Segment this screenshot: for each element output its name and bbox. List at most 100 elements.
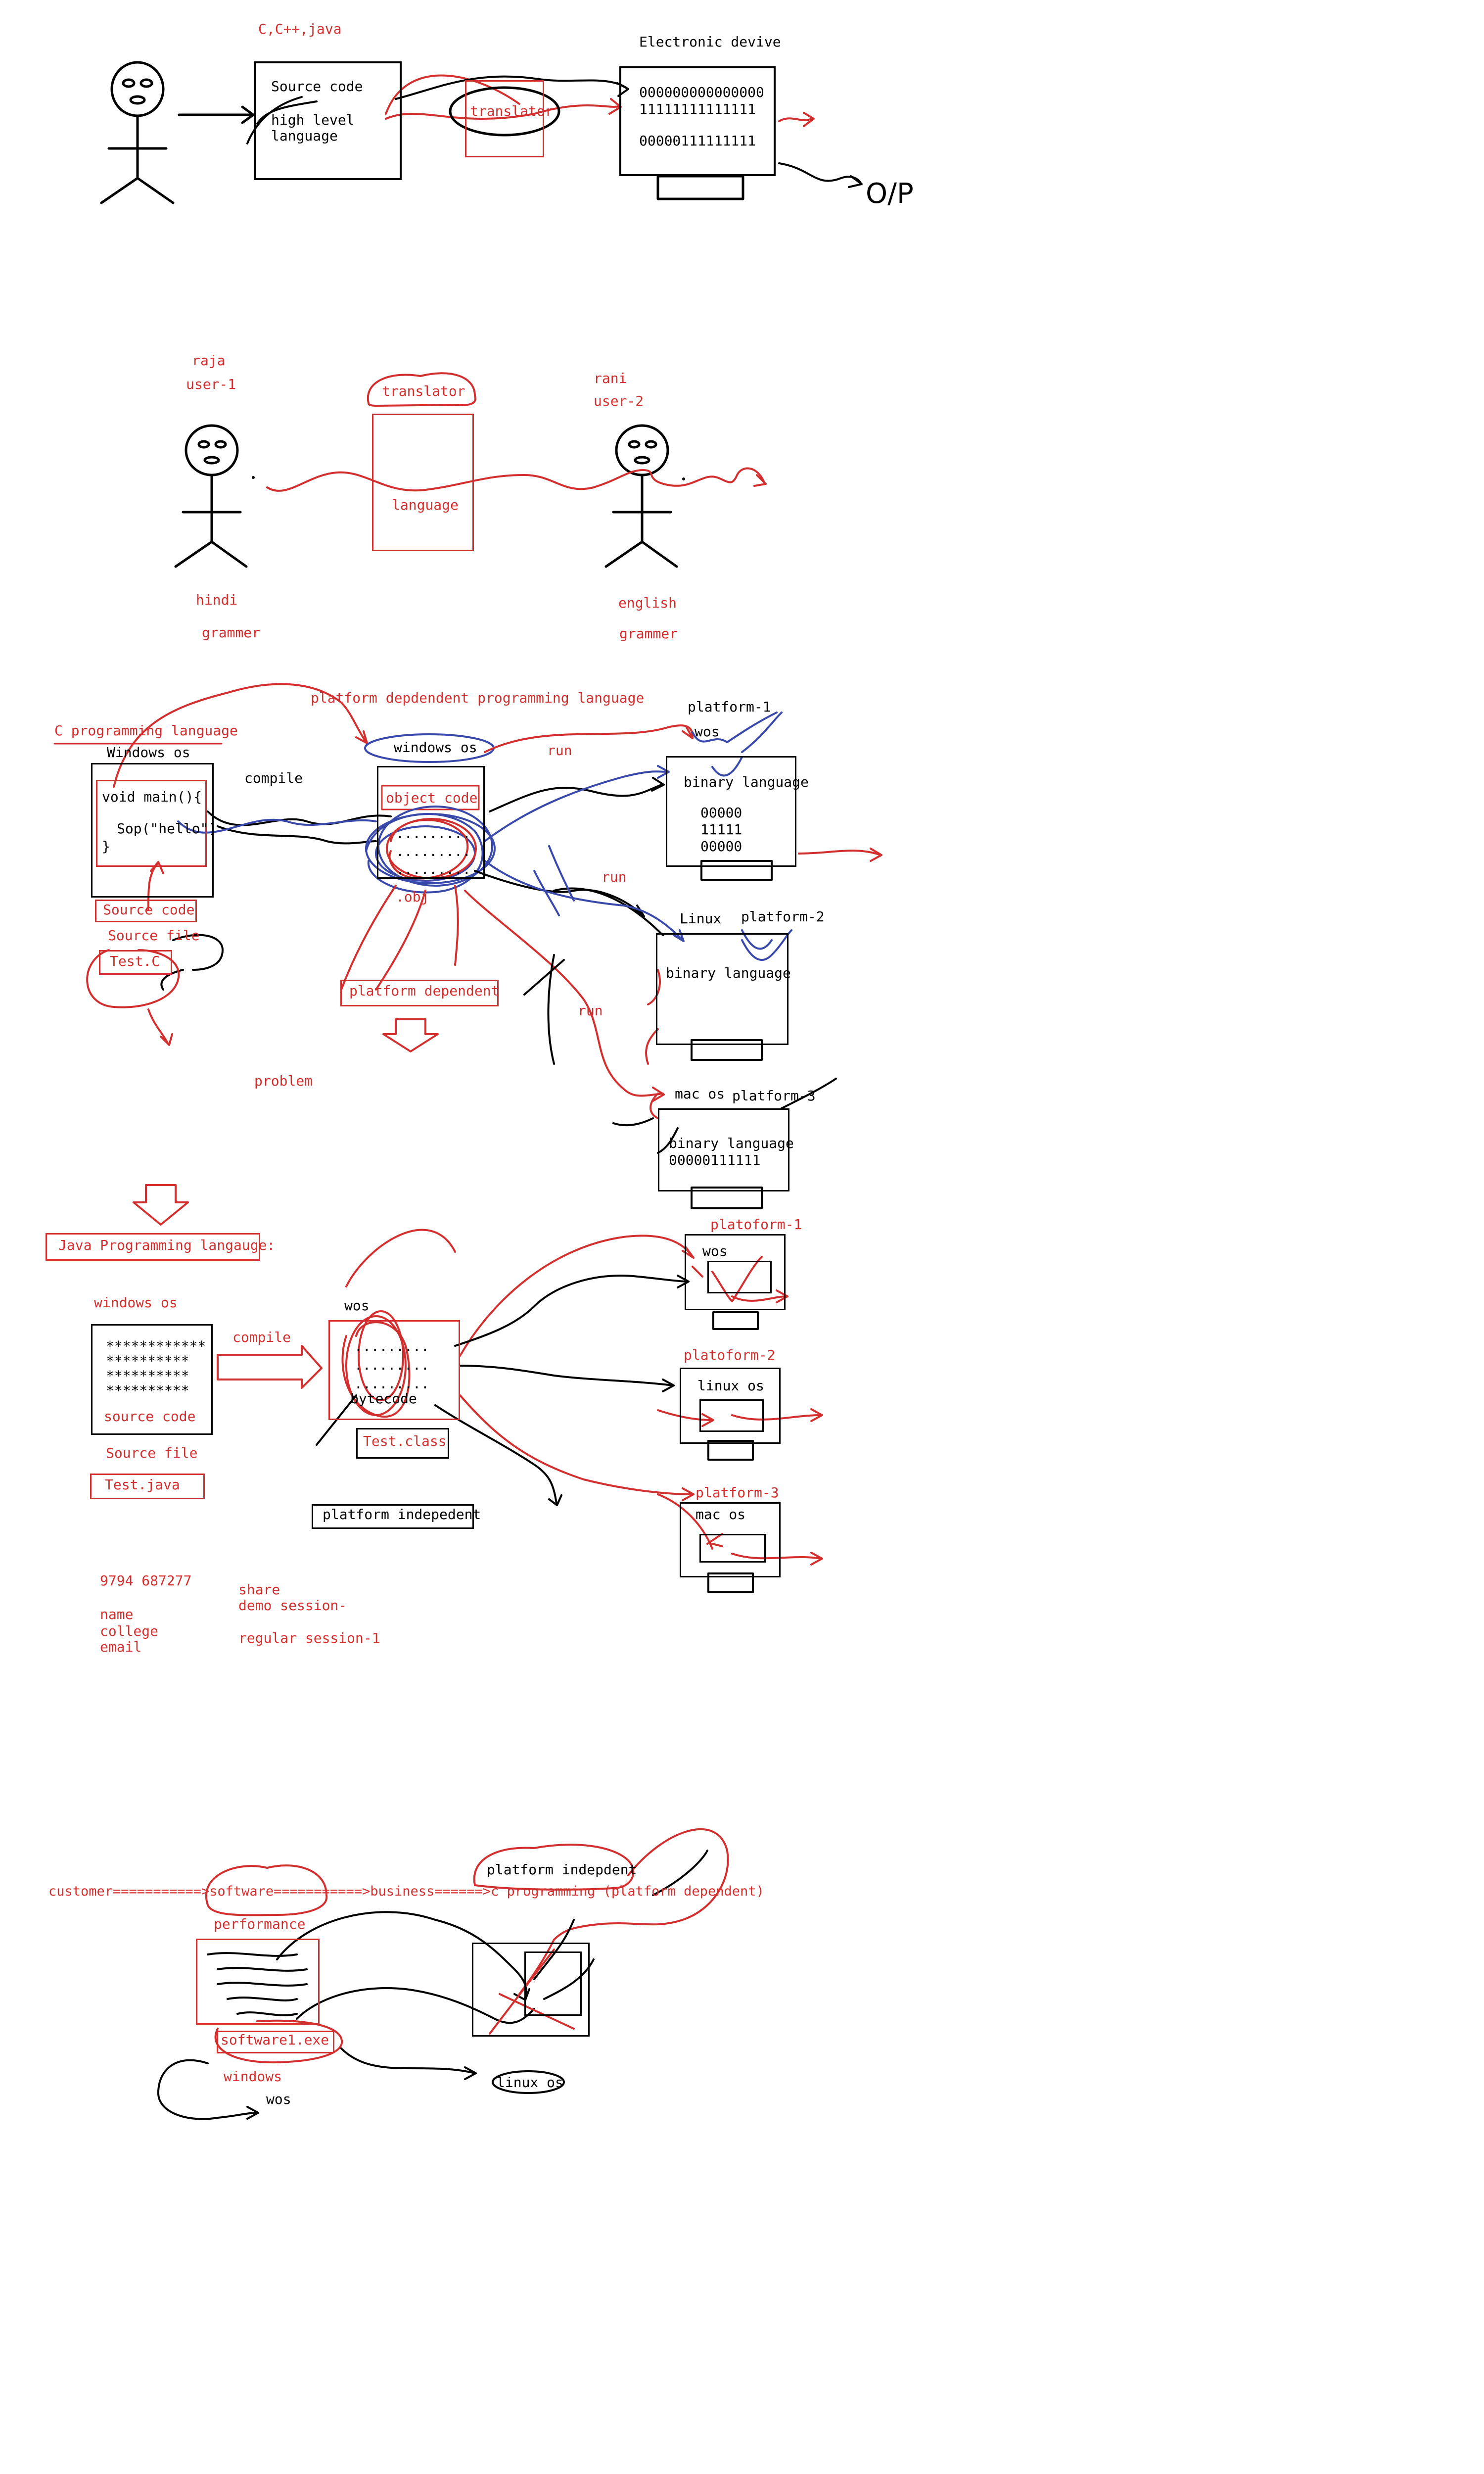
p2-binary-label: binary language — [666, 965, 791, 981]
user1-id: user-1 — [186, 376, 236, 392]
windows-loop — [157, 2059, 259, 2120]
run-label-3: run — [578, 1002, 603, 1019]
translator-label: translator — [470, 103, 554, 119]
electronic-device-screen — [619, 66, 776, 176]
c-language-title: C programming language — [54, 722, 238, 739]
platform-independent-label: platform indepedent — [323, 1506, 481, 1522]
bytecode-dots-1: ......... — [354, 1338, 429, 1354]
p3-stand — [691, 1187, 763, 1209]
blue-arrow-to-p2 — [484, 845, 773, 950]
platform-dependent-tag — [340, 980, 499, 1006]
translator-cloud-label: translator — [382, 383, 465, 399]
contact-share: share — [238, 1581, 280, 1598]
c-source-code-label: Source code — [103, 902, 195, 918]
p3-binary-1: 00000111111 — [669, 1152, 761, 1168]
platform-dependent-label: platform dependent — [349, 983, 500, 999]
platform-independent-cloud — [473, 1844, 635, 1891]
java-red-arrow-p3 — [459, 1394, 695, 1501]
user2-id: user-2 — [594, 393, 644, 409]
c-source-code-tag — [95, 900, 197, 922]
java-stars-4: ********** — [106, 1382, 189, 1399]
box-scribble-black — [533, 1919, 595, 2000]
c-file-name: Test.C — [110, 953, 160, 969]
java-p2-screen — [680, 1368, 781, 1444]
bytecode-box — [328, 1320, 460, 1420]
bytecode-dots-2: ......... — [354, 1357, 429, 1373]
exe-label: software1.exe — [221, 2032, 329, 2048]
java-p2-os: linux os — [697, 1378, 764, 1394]
c-file-tag — [99, 950, 172, 975]
black-arrow-to-p3 — [523, 954, 654, 1127]
obj-dots-1: ......... — [396, 825, 471, 842]
java-stars-3: ********** — [106, 1368, 189, 1384]
object-code-box — [377, 766, 485, 879]
user1-name: raja — [192, 352, 226, 369]
contact-phone: 9794 687277 — [100, 1572, 192, 1589]
bytecode-dots-3: ......... — [354, 1376, 429, 1392]
contact-demo: demo session- — [238, 1597, 347, 1614]
exe-tag — [217, 2031, 334, 2053]
p3-black-line — [657, 1078, 837, 1154]
platform-independent-tag — [312, 1504, 474, 1529]
java-p3-stand — [707, 1572, 754, 1593]
source-code-label: Source code — [271, 78, 363, 95]
java-black-line-left — [316, 1394, 357, 1446]
user2-grammar: grammer — [619, 625, 678, 642]
translator-circle — [449, 86, 560, 137]
c-code-box — [96, 780, 207, 867]
windows-label: windows — [224, 2068, 282, 2085]
linux-os-pill — [492, 2070, 565, 2094]
red-arrow-out-p1 — [798, 848, 882, 862]
scribble-source — [246, 96, 318, 144]
translator-cloud — [367, 372, 476, 407]
p1-binary-3: 00000 — [700, 838, 742, 855]
user1-grammar: grammer — [202, 624, 261, 641]
c-windows-os-label: Windows os — [107, 744, 190, 761]
user2-language: english — [618, 595, 677, 611]
red-arrow-to-platforms — [484, 724, 694, 753]
java-red-out-p2 — [731, 1408, 823, 1422]
object-code-label: object code — [386, 790, 478, 806]
obj-dots-3: ......... — [396, 861, 471, 877]
platform-independent-cloud-label: platform indepdent — [487, 1861, 637, 1878]
language-label: language — [271, 128, 338, 144]
java-black-arrow-down — [434, 1404, 562, 1506]
java-wos-label: wos — [344, 1297, 370, 1314]
p1-binary-2: 11111 — [700, 821, 742, 838]
code-line-2: Sop("hello") — [117, 820, 217, 837]
java-p2-scribble — [657, 1409, 714, 1427]
language-box — [372, 414, 474, 551]
device-stand — [656, 175, 744, 200]
java-p2-stand — [707, 1440, 754, 1461]
p1-binary-label: binary language — [684, 774, 809, 790]
performance-label: performance — [214, 1916, 306, 1932]
p3-binary-label: binary language — [669, 1135, 794, 1151]
p2-screen — [656, 933, 788, 1045]
java-p2-window — [699, 1399, 764, 1432]
down-arrow-java — [133, 1184, 189, 1226]
target-machine-inner — [524, 1951, 582, 2016]
java-stars-2: ********** — [106, 1353, 189, 1369]
java-black-arrow-p2 — [459, 1365, 675, 1392]
bytecode-scribble — [341, 1229, 456, 1418]
java-p3-window — [699, 1534, 766, 1563]
java-file-tag — [90, 1474, 205, 1499]
p1-label: platform-1 — [688, 699, 771, 715]
device-title: Electronic devive — [639, 34, 781, 50]
java-p1-window — [707, 1261, 772, 1293]
target-machine-box — [472, 1943, 590, 2037]
languages-label: C,C++,java — [258, 21, 342, 37]
java-p2-label: platoform-2 — [684, 1347, 776, 1363]
contact-college: college — [100, 1623, 159, 1639]
arrow-to-output-red — [778, 112, 815, 127]
red-scribble-p2 — [645, 969, 661, 1119]
java-compile-label: compile — [232, 1329, 291, 1345]
c-os-label: windows os — [394, 739, 477, 756]
contact-name: name — [100, 1606, 134, 1622]
code-line-3: } — [102, 838, 110, 855]
source-code-box — [254, 61, 402, 180]
p3-label: platform-3 — [732, 1088, 816, 1104]
translator-box — [465, 80, 544, 157]
java-stars-1: ************ — [106, 1338, 206, 1354]
